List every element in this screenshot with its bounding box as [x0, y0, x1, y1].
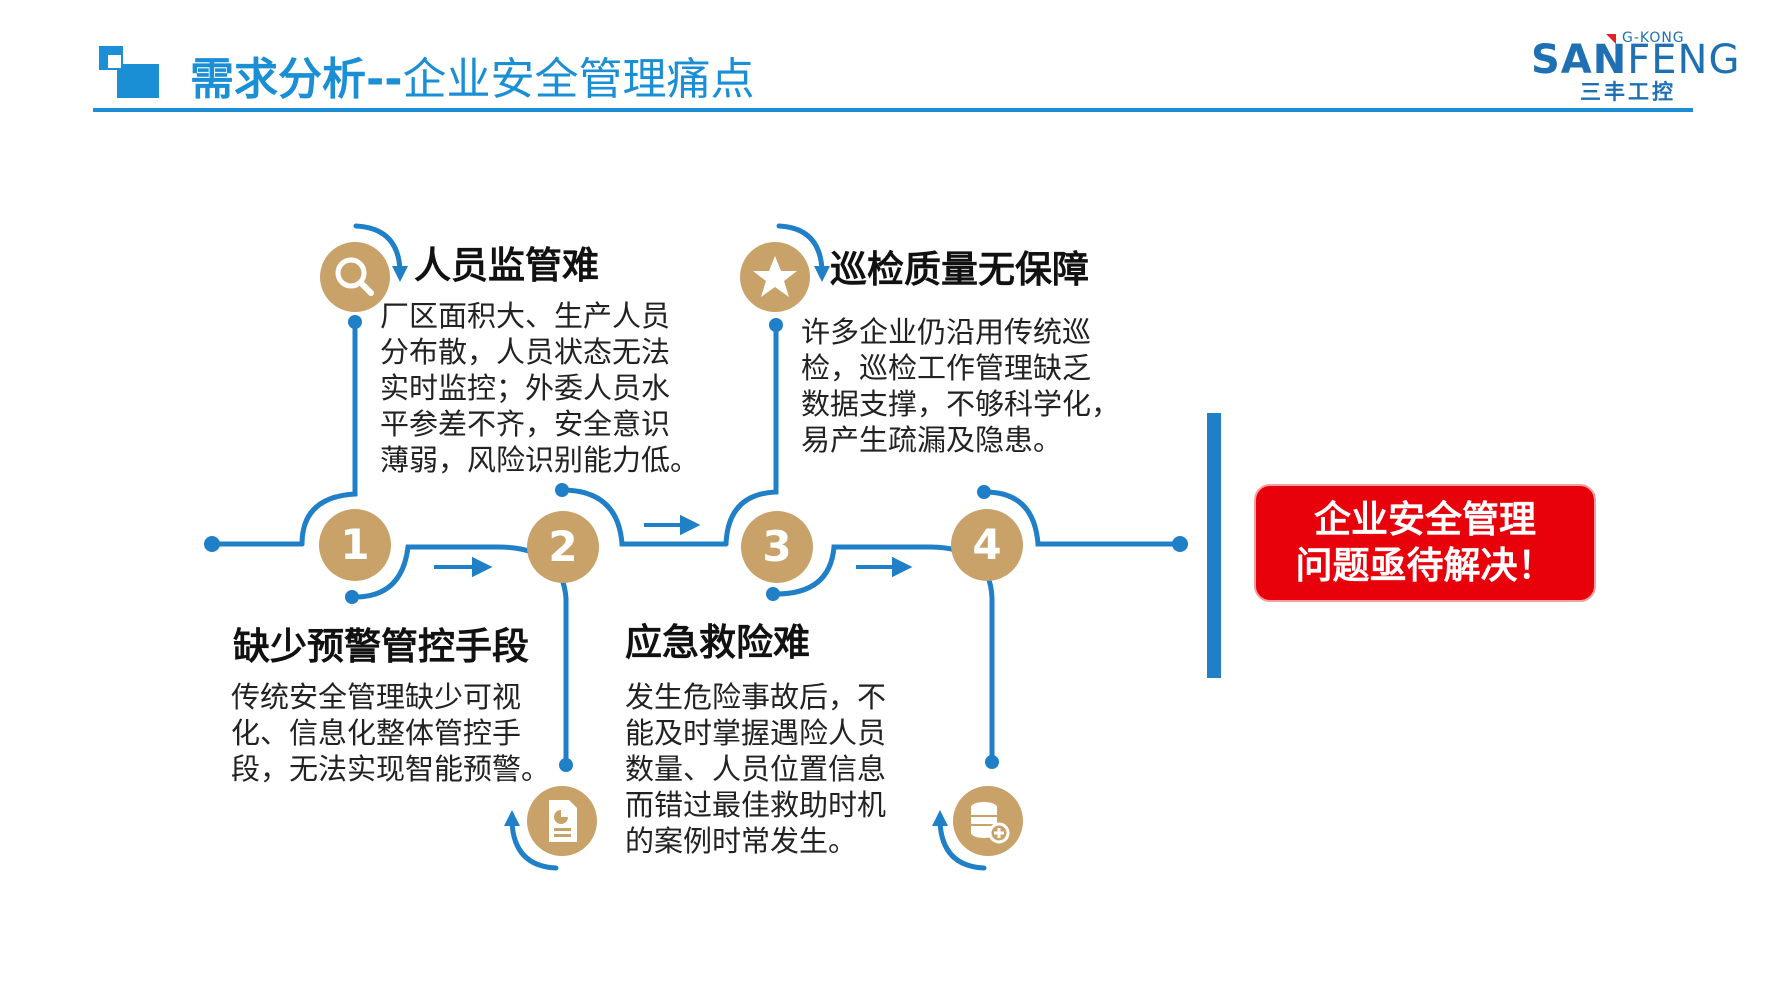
brand-logo-cn: 三丰工控: [1580, 80, 1676, 104]
conclusion-box: 企业安全管理 问题亟待解决！: [1254, 484, 1596, 602]
step-1-heading: 人员监管难: [414, 244, 599, 287]
step-1-description: 厂区面积大、生产人员 分布散，人员状态无法 实时监控；外委人员水 平参差不齐，安…: [380, 298, 699, 478]
brand-logo: SANFENG: [1531, 36, 1740, 84]
step-2-description: 传统安全管理缺少可视 化、信息化整体管控手 段，无法实现智能预警。: [231, 679, 550, 787]
step-3-number: 3: [741, 511, 813, 583]
step-4-heading: 应急救险难: [625, 621, 810, 664]
step-1-line: 实时监控；外委人员水: [380, 371, 671, 405]
star-icon: [740, 242, 810, 312]
step-1-line: 厂区面积大、生产人员: [380, 299, 671, 333]
step-2-heading: 缺少预警管控手段: [233, 625, 529, 668]
document-chart-icon: [527, 786, 597, 856]
step-4-number: 4: [951, 509, 1023, 581]
step-1-line: 薄弱，风险识别能力低。: [380, 443, 700, 477]
step-1-line: 分布散，人员状态无法: [380, 335, 671, 369]
step-2-number: 2: [527, 511, 599, 583]
brand-logo-mark-icon: [1606, 34, 1616, 44]
step-4-line: 能及时掌握遇险人员: [625, 716, 887, 750]
header-divider: [93, 108, 1693, 112]
step-3-line: 许多企业仍沿用传统巡: [801, 315, 1092, 349]
conclusion-line-1: 企业安全管理: [1314, 498, 1536, 541]
brand-logo-light: FENG: [1627, 37, 1741, 83]
step-2-line: 化、信息化整体管控手: [231, 716, 522, 750]
step-3-line: 数据支撑，不够科学化，: [801, 387, 1121, 421]
step-4-line: 数量、人员位置信息: [625, 752, 887, 786]
step-3-description: 许多企业仍沿用传统巡 检，巡检工作管理缺乏 数据支撑，不够科学化， 易产生疏漏及…: [801, 314, 1120, 458]
step-1-number: 1: [319, 509, 391, 581]
flow-end-bar: [1207, 413, 1221, 678]
step-4-description: 发生危险事故后，不 能及时掌握遇险人员 数量、人员位置信息 而错过最佳救助时机 …: [625, 679, 886, 859]
step-1-line: 平参差不齐，安全意识: [380, 407, 671, 441]
header-logo-squares-icon: [99, 46, 159, 98]
step-4-line: 而错过最佳救助时机: [625, 788, 887, 822]
conclusion-text: 企业安全管理 问题亟待解决！: [1296, 497, 1555, 589]
search-icon: [320, 242, 390, 312]
brand-logo-bold: SAN: [1531, 37, 1628, 83]
page-title-bold: 需求分析--: [190, 54, 403, 105]
step-3-line: 易产生疏漏及隐患。: [801, 423, 1063, 457]
step-2-line: 传统安全管理缺少可视: [231, 680, 522, 714]
brand-logo-sub: G-KONG: [1622, 30, 1685, 46]
step-4-line: 发生危险事故后，不: [625, 680, 887, 714]
database-plus-icon: [953, 786, 1023, 856]
step-3-heading: 巡检质量无保障: [830, 248, 1089, 291]
step-3-line: 检，巡检工作管理缺乏: [801, 351, 1092, 385]
page-title-rest: 企业安全管理痛点: [402, 54, 755, 105]
page-title: 需求分析--企业安全管理痛点: [190, 48, 755, 112]
step-4-line: 的案例时常发生。: [625, 824, 858, 858]
conclusion-line-2: 问题亟待解决！: [1295, 544, 1555, 587]
step-2-line: 段，无法实现智能预警。: [231, 752, 551, 786]
